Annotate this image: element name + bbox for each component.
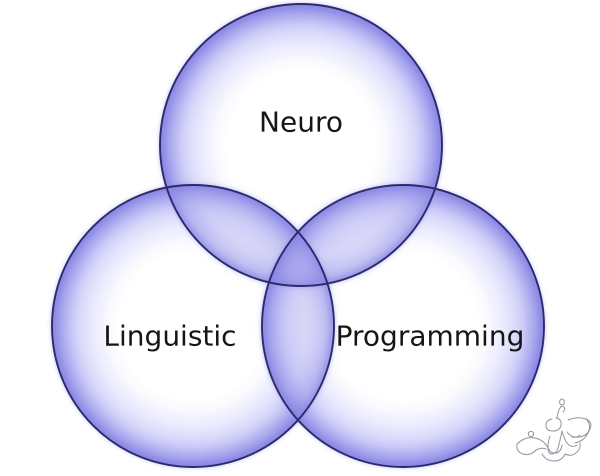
venn-circle-outlines: [51, 3, 545, 468]
venn-stroke-halos: [51, 3, 545, 468]
venn-label-neuro: Neuro: [259, 105, 343, 139]
halo-neuro: [159, 3, 443, 287]
venn-rim-glows: [52, 4, 544, 467]
rim-glow-programming: [262, 185, 544, 467]
circle-outline-programming: [261, 184, 545, 468]
circle-outline-linguistic: [51, 184, 335, 468]
circle-outline-neuro: [159, 3, 443, 287]
persian-calligraphy-watermark: [516, 398, 592, 462]
halo-programming: [261, 184, 545, 468]
rim-glow-linguistic: [52, 185, 334, 467]
venn-label-programming: Programming: [335, 319, 525, 353]
venn-label-linguistic: Linguistic: [103, 319, 237, 353]
halo-linguistic: [51, 184, 335, 468]
